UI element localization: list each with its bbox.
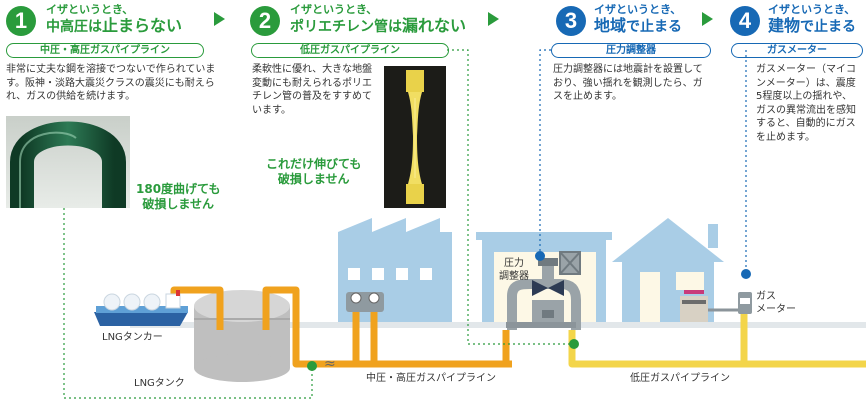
step-2-callout-line-1: これだけ伸びても xyxy=(266,157,362,171)
pill-medium-high-pipeline: 中圧・高圧ガスパイプライン xyxy=(6,43,204,58)
step-4-title-em: で止まる xyxy=(800,19,857,35)
step-1-callout: 180度曲げても 破損しません xyxy=(136,182,220,212)
stretched-pe-pipe-photo xyxy=(384,66,446,208)
step-2-callout: これだけ伸びても 破損しません xyxy=(266,157,361,187)
connector-line-step-1 xyxy=(63,208,313,399)
factory-gas-meter xyxy=(346,292,384,312)
house-gas-meter xyxy=(738,292,752,314)
marker-dot-pe-pipe xyxy=(569,339,579,349)
step-2-title: ポリエチレン管は漏れない xyxy=(290,17,466,36)
step-1-title: 中高圧は止まらない xyxy=(46,17,182,36)
step-3-number-badge: 3 xyxy=(556,6,586,36)
pressure-regulator-label: 圧力 調整器 xyxy=(494,257,534,283)
lng-tanker-ship xyxy=(94,290,188,326)
marker-dot-regulator xyxy=(535,251,545,261)
step-3-title-em: で止まる xyxy=(626,19,683,35)
arrow-icon-2 xyxy=(488,12,499,26)
step-1-title-em: 止まらない xyxy=(102,16,183,35)
step-1-callout-line-1: 180度曲げても xyxy=(136,182,221,196)
pill-gas-meter: ガスメーター xyxy=(731,43,863,58)
household-stove xyxy=(680,290,708,322)
house-building xyxy=(612,218,724,322)
step-4-description: ガスメーター（マイコンメーター）は、震度5程度以上の揺れや、ガスの異常流出を感知… xyxy=(756,64,856,143)
lng-tank xyxy=(194,290,290,382)
pressure-regulator-label-line-2: 調整器 xyxy=(499,271,529,282)
step-1-number-badge: 1 xyxy=(6,6,36,36)
low-pressure-pipeline xyxy=(568,310,866,368)
gas-meter-label-line-2: メーター xyxy=(756,304,796,315)
marker-dot-gas-meter xyxy=(741,269,751,279)
lng-tanker-label: LNGタンカー xyxy=(102,332,163,343)
connector-line-step-3 xyxy=(539,49,551,254)
step-3-title-pre: 地域 xyxy=(594,16,627,35)
pill-low-pipeline: 低圧ガスパイプライン xyxy=(251,43,449,58)
arrow-icon-3 xyxy=(702,12,713,26)
pressure-regulator-equipment xyxy=(506,251,581,330)
marker-dot-steel-pipe xyxy=(307,361,317,371)
step-2-number-badge: 2 xyxy=(250,6,280,36)
svg-text:≈: ≈ xyxy=(324,356,336,372)
step-4-subtitle: イザというとき、 xyxy=(768,3,856,16)
gas-meter-label-line-1: ガス xyxy=(756,291,776,302)
step-4-title: 建物で止まる xyxy=(768,17,856,36)
ground-band xyxy=(130,322,866,328)
step-3-subtitle: イザというとき、 xyxy=(594,3,682,16)
step-1-callout-line-2: 破損しません xyxy=(142,197,215,211)
gas-meter-label: ガス メーター xyxy=(756,290,796,316)
step-2-callout-line-2: 破損しません xyxy=(277,172,350,186)
step-4-number-badge: 4 xyxy=(730,6,760,36)
step-2-title-pre: ポリエチレン管は xyxy=(290,19,402,35)
bent-steel-pipe-photo xyxy=(6,116,130,208)
step-4-title-pre: 建物 xyxy=(768,16,801,35)
step-2-description: 柔軟性に優れ、大きな地盤変動にも耐えられるポリエチレン管の普及をすすめています。 xyxy=(252,64,373,116)
medium-high-pipeline-label: 中圧・高圧ガスパイプライン xyxy=(366,373,496,384)
lng-tank-label: LNGタンク xyxy=(134,378,185,389)
step-3-description: 圧力調整器には地震計を設置しており、強い揺れを観測したら、ガスを止めます。 xyxy=(553,64,703,102)
step-2-subtitle: イザというとき、 xyxy=(290,3,378,16)
connector-line-step-2 xyxy=(447,49,574,345)
low-pipeline-label: 低圧ガスパイプライン xyxy=(630,373,730,384)
pressure-regulator-label-line-1: 圧力 xyxy=(504,258,524,269)
step-1-description: 非常に丈夫な鋼を溶接でつないで作られています。阪神・淡路大震災クラスの震災にも耐… xyxy=(6,64,216,102)
step-3-title: 地域で止まる xyxy=(594,17,682,36)
step-2-title-em: 漏れない xyxy=(402,16,467,35)
step-1-title-pre: 中高圧は xyxy=(46,19,102,35)
arrow-icon-1 xyxy=(214,12,225,26)
step-1-subtitle: イザというとき、 xyxy=(46,3,134,16)
pill-pressure-regulator: 圧力調整器 xyxy=(551,43,711,58)
